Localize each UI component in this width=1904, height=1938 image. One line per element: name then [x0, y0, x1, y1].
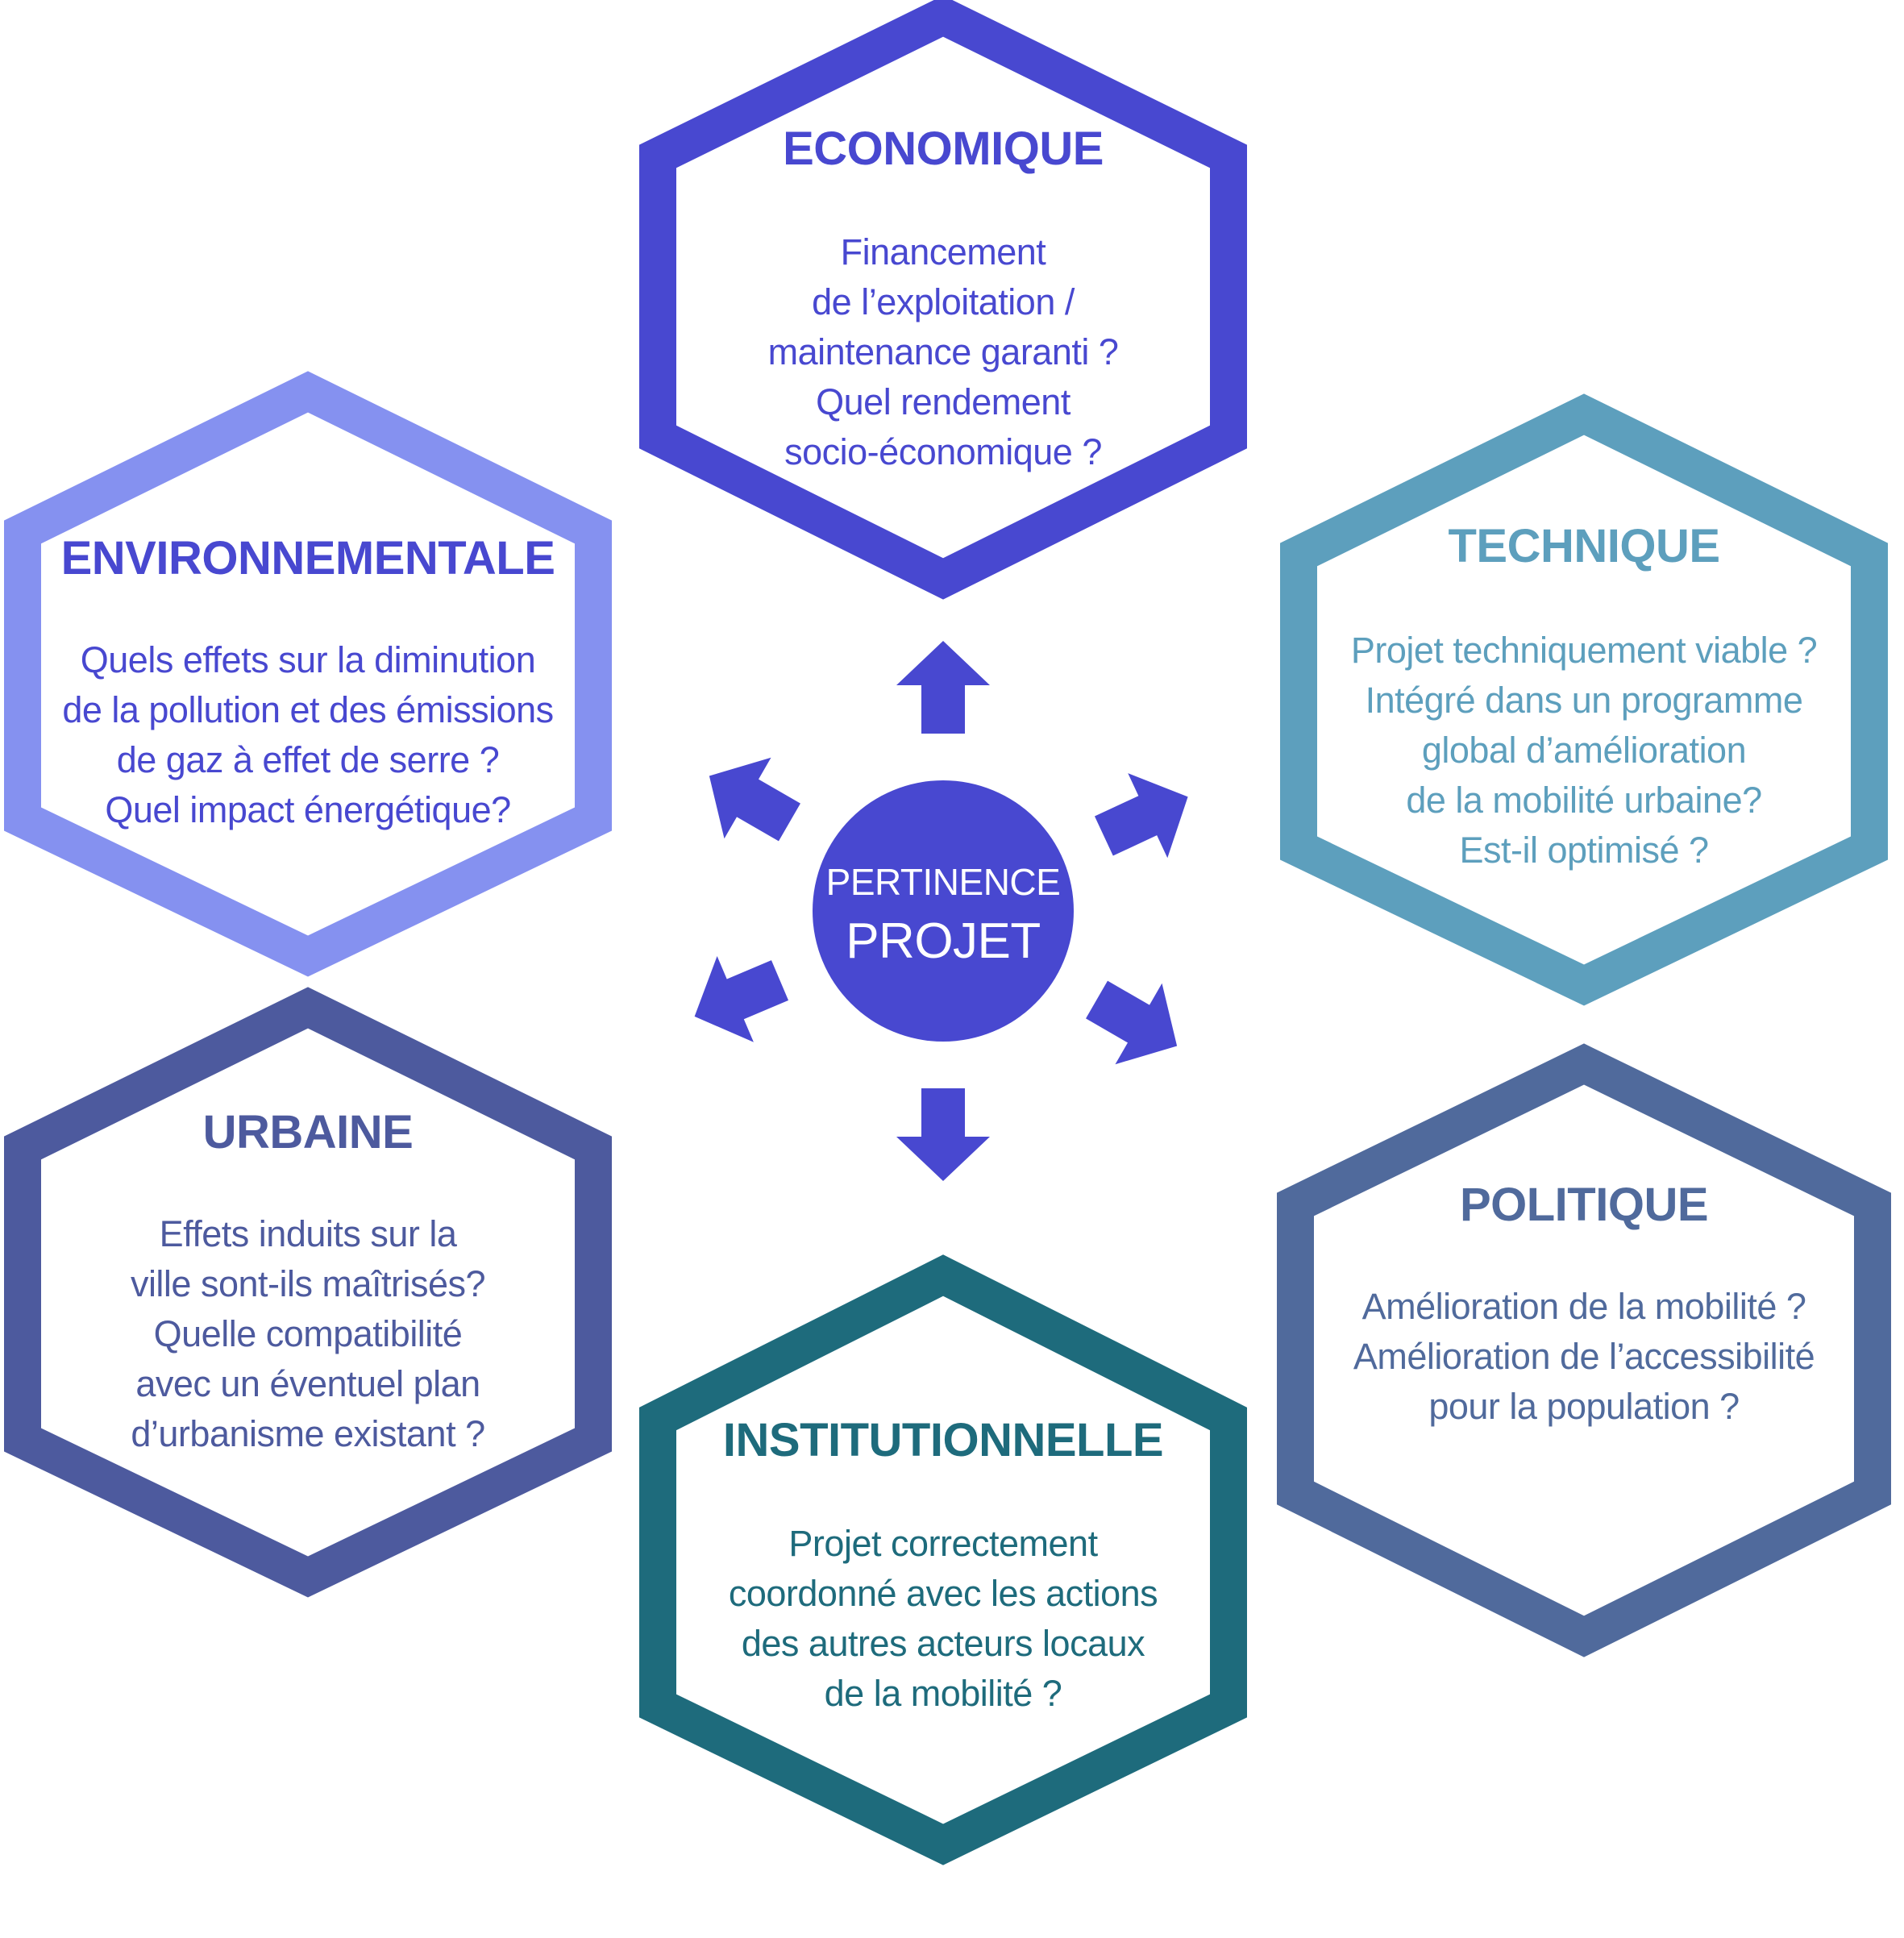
hexagon-politique-border — [1277, 1043, 1891, 1657]
hexagon-economique-line-1: Financement — [841, 231, 1047, 272]
hexagon-urbaine-line-4: avec un éventuel plan — [135, 1363, 480, 1404]
hexagon-institutionnelle-line-4: de la mobilité ? — [825, 1673, 1062, 1714]
hexagon-politique: POLITIQUE Amélioration de la mobilité ? … — [1277, 1043, 1891, 1657]
hexagon-urbaine-line-5: d’urbanisme existant ? — [131, 1413, 484, 1454]
hexagon-institutionnelle-line-2: coordonné avec les actions — [729, 1573, 1158, 1614]
center-label-projet: PROJET — [846, 913, 1041, 969]
hexagon-institutionnelle-title: INSTITUTIONNELLE — [723, 1414, 1163, 1466]
center-node: PERTINENCE PROJET — [813, 780, 1074, 1042]
arrow-down-right — [1086, 980, 1178, 1065]
hexagon-urbaine-line-3: Quelle compatibilité — [154, 1313, 463, 1354]
hexagon-politique-line-3: pour la population ? — [1428, 1386, 1739, 1427]
hexagon-economique-line-4: Quel rendement — [816, 381, 1071, 422]
hexagon-urbaine-line-2: ville sont-ils maîtrisés? — [131, 1263, 485, 1304]
center-circle — [813, 780, 1074, 1042]
hexagon-environnementale-line-4: Quel impact énergétique? — [105, 789, 510, 830]
hexagon-environnementale-line-3: de gaz à effet de serre ? — [117, 739, 500, 780]
hexagon-technique: TECHNIQUE Projet techniquement viable ? … — [1280, 393, 1888, 1006]
hexagon-environnementale: ENVIRONNEMENTALE Quels effets sur la dim… — [4, 371, 612, 977]
arrow-up-right — [1094, 773, 1188, 859]
hexagon-institutionnelle-border — [639, 1254, 1247, 1865]
hexagon-environnementale-title: ENVIRONNEMENTALE — [61, 532, 555, 584]
arrow-up — [896, 641, 990, 734]
hexagon-environnementale-line-2: de la pollution et des émissions — [62, 689, 553, 730]
hexagon-urbaine-title: URBAINE — [203, 1106, 414, 1158]
hexagon-technique-line-3: global d’amélioration — [1422, 730, 1746, 771]
hexagon-politique-line-1: Amélioration de la mobilité ? — [1362, 1286, 1806, 1327]
hexagon-institutionnelle-line-3: des autres acteurs locaux — [742, 1623, 1145, 1664]
hexagon-environnementale-border — [4, 371, 612, 977]
hexagon-technique-line-5: Est-il optimisé ? — [1459, 830, 1708, 871]
arrow-down-left — [694, 956, 789, 1042]
hexagon-economique-line-2: de l’exploitation / — [812, 281, 1075, 322]
hexagon-economique-line-3: maintenance garanti ? — [768, 331, 1119, 372]
hexagon-environnementale-line-1: Quels effets sur la diminution — [81, 639, 535, 680]
hexagon-urbaine-line-1: Effets induits sur la — [160, 1213, 458, 1254]
hexagon-economique-border — [639, 0, 1247, 600]
hexagon-urbaine-border — [4, 987, 612, 1598]
hexagon-politique-title: POLITIQUE — [1460, 1179, 1708, 1231]
hexagon-technique-line-1: Projet techniquement viable ? — [1351, 630, 1817, 671]
arrows-group — [694, 641, 1188, 1181]
center-label-pertinence: PERTINENCE — [826, 861, 1061, 903]
hexagon-urbaine: URBAINE Effets induits sur la ville sont… — [4, 987, 612, 1598]
hexagon-technique-line-2: Intégré dans un programme — [1366, 680, 1803, 721]
arrow-down — [896, 1088, 990, 1181]
hexagon-institutionnelle-line-1: Projet correctement — [788, 1523, 1098, 1564]
arrow-up-left — [709, 757, 800, 842]
hexagon-technique-line-4: de la mobilité urbaine? — [1406, 780, 1761, 821]
hexagon-politique-line-2: Amélioration de l’accessibilité — [1353, 1336, 1815, 1377]
hexagon-technique-border — [1280, 393, 1888, 1006]
hexagon-economique-line-5: socio-économique ? — [784, 431, 1102, 472]
hexagon-technique-title: TECHNIQUE — [1448, 520, 1719, 572]
hexagon-economique-title: ECONOMIQUE — [783, 123, 1104, 175]
hexagon-economique: ECONOMIQUE Financement de l’exploitation… — [639, 0, 1247, 600]
hexagon-institutionnelle: INSTITUTIONNELLE Projet correctement coo… — [639, 1254, 1247, 1865]
